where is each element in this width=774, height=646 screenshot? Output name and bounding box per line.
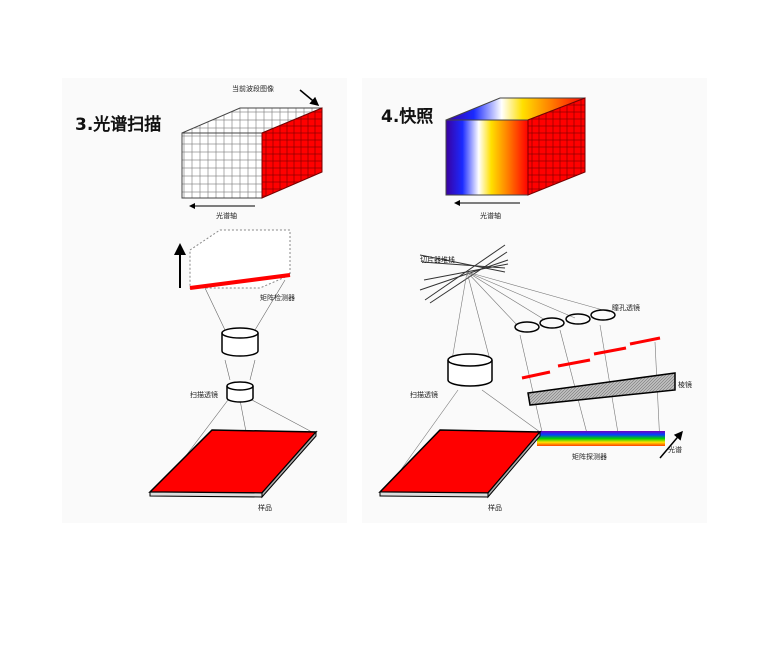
title-snapshot: 4.快照: [381, 106, 433, 127]
data-cube-scan: [181, 107, 323, 199]
sample-label-right: 样品: [488, 503, 502, 512]
lens-label-right: 扫描透镜: [410, 390, 438, 399]
spectrum-label: 光谱: [668, 445, 682, 454]
current-band-label: 当前波段图像: [232, 84, 274, 93]
objective-lens: [221, 327, 259, 403]
slicer-label: 切片器堆栈: [420, 255, 455, 264]
spectral-axis-label: 光谱轴: [216, 211, 237, 220]
pupil-lens-label: 瞳孔透镜: [612, 303, 640, 312]
detector-label-right: 矩阵探测器: [572, 452, 607, 461]
pupil-lenses: [514, 309, 616, 333]
current-band-arrow: [299, 89, 320, 106]
prism-label: 棱镜: [678, 380, 692, 389]
title-spectral-scan: 3.光谱扫描: [75, 114, 161, 135]
sample-plane: [148, 429, 318, 499]
sample-plane-right: [378, 429, 542, 499]
spectral-axis-label-right: 光谱轴: [480, 211, 501, 220]
sample-label: 样品: [258, 503, 272, 512]
data-cube-snapshot: [445, 97, 586, 196]
spectrum-arrow: [659, 430, 683, 459]
detector-label: 矩阵检测器: [260, 293, 295, 302]
matrix-detector: [189, 229, 291, 290]
lens-label: 扫描透镜: [190, 390, 218, 399]
prism: [527, 372, 676, 406]
slit-images: [521, 336, 661, 380]
matrix-detector-spectrum: [537, 431, 665, 446]
objective-lens-right: [447, 353, 493, 387]
